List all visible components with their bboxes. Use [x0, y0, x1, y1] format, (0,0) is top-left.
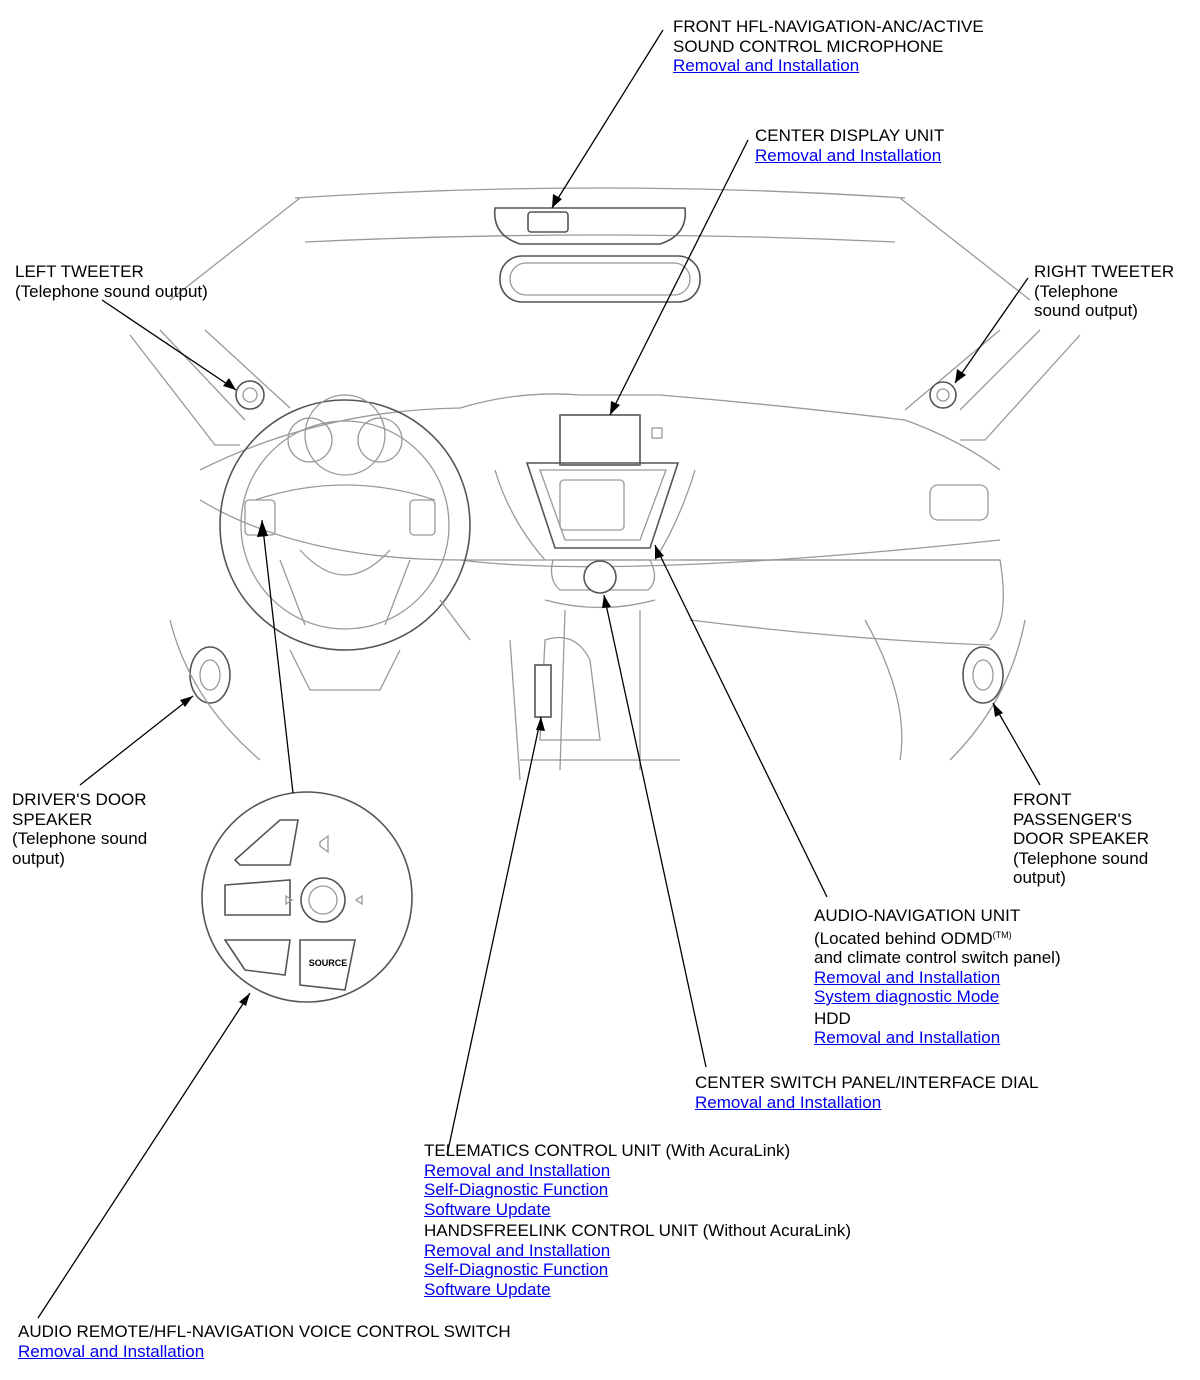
source-button-label: SOURCE [309, 958, 348, 968]
center-display-label: CENTER DISPLAY UNIT Removal and Installa… [755, 126, 944, 165]
right-tweeter-note-2: sound output) [1034, 301, 1138, 320]
passenger-door-speaker-line-3: DOOR SPEAKER [1013, 829, 1150, 848]
passenger-door-speaker-line-5: output) [1013, 868, 1066, 887]
telematics-unit-label: TELEMATICS CONTROL UNIT (With AcuraLink)… [424, 1141, 851, 1299]
drivers-door-speaker-line-1: DRIVER'S DOOR [12, 790, 147, 809]
telematics-unit-title: TELEMATICS CONTROL UNIT (With AcuraLink) [424, 1141, 791, 1160]
left-tweeter-shape [235, 380, 265, 410]
audio-navigation-unit-label: AUDIO-NAVIGATION UNIT (Located behind OD… [814, 906, 1061, 1048]
drivers-door-speaker-shape [189, 646, 231, 704]
passenger-door-speaker-label: FRONT PASSENGER'S DOOR SPEAKER (Telephon… [1013, 790, 1149, 888]
right-tweeter-label: RIGHT TWEETER (Telephone sound output) [1034, 262, 1174, 321]
passenger-door-speaker-line-2: PASSENGER'S [1013, 809, 1133, 829]
switch-detail-circle: SOURCE [201, 791, 413, 1003]
door-trim [169, 619, 1026, 761]
telematics-self-diagnostic-link[interactable]: Self-Diagnostic Function [424, 1180, 609, 1199]
left-tweeter-label: LEFT TWEETER (Telephone sound output) [15, 262, 208, 301]
steering-wheel [219, 394, 471, 691]
hdd-removal-link[interactable]: Removal and Installation [814, 1028, 1001, 1047]
passenger-door-speaker-line-4: (Telephone sound [1013, 848, 1149, 868]
telematics-software-update-link[interactable]: Software Update [424, 1199, 551, 1219]
center-switch-panel-title: CENTER SWITCH PANEL/INTERFACE DIAL [695, 1073, 1039, 1092]
drivers-door-speaker-label: DRIVER'S DOOR SPEAKER (Telephone sound o… [12, 790, 147, 868]
center-display-removal-link[interactable]: Removal and Installation [755, 145, 942, 165]
front-mic-label: FRONT HFL-NAVIGATION-ANC/ACTIVE SOUND CO… [673, 17, 984, 76]
leader-lines [37, 29, 1041, 1319]
audio-navigation-unit-note-1: (Located behind ODMD(TM) [814, 928, 1012, 948]
hdd-title: HDD [814, 1008, 851, 1028]
telematics-removal-link[interactable]: Removal and Installation [424, 1160, 611, 1180]
center-console [509, 636, 601, 781]
left-tweeter-title: LEFT TWEETER [15, 262, 144, 281]
audio-remote-switch-removal-link[interactable]: Removal and Installation [18, 1341, 205, 1361]
handsfreelink-unit-title: HANDSFREELINK CONTROL UNIT (Without Acur… [424, 1221, 851, 1240]
right-tweeter-shape [929, 381, 957, 409]
drivers-door-speaker-line-4: output) [12, 848, 65, 868]
left-tweeter-note: (Telephone sound output) [15, 281, 208, 301]
rear-view-mirror [499, 255, 701, 303]
front-mic-title-2: SOUND CONTROL MICROPHONE [673, 36, 944, 56]
dashboard [199, 393, 1004, 771]
center-switch-panel-label: CENTER SWITCH PANEL/INTERFACE DIAL Remov… [695, 1073, 1039, 1112]
passenger-door-speaker-shape [962, 646, 1004, 704]
center-display-title: CENTER DISPLAY UNIT [755, 126, 945, 145]
right-tweeter-note-1: (Telephone [1034, 281, 1119, 301]
overhead-console [493, 207, 687, 245]
drivers-door-speaker-line-3: (Telephone sound [12, 829, 148, 848]
handsfreelink-self-diagnostic-link[interactable]: Self-Diagnostic Function [424, 1260, 609, 1279]
drivers-door-speaker-line-2: SPEAKER [12, 809, 93, 829]
handsfreelink-software-update-link[interactable]: Software Update [424, 1279, 551, 1299]
center-switch-panel-removal-link[interactable]: Removal and Installation [695, 1092, 882, 1112]
windshield-outline [169, 187, 1031, 301]
front-mic-title-1: FRONT HFL-NAVIGATION-ANC/ACTIVE [673, 17, 984, 36]
audio-navigation-removal-link[interactable]: Removal and Installation [814, 967, 1001, 987]
audio-navigation-unit-note-2: and climate control switch panel) [814, 948, 1061, 967]
handsfreelink-removal-link[interactable]: Removal and Installation [424, 1240, 611, 1260]
audio-remote-switch-label: AUDIO REMOTE/HFL-NAVIGATION VOICE CONTRO… [18, 1322, 511, 1361]
audio-remote-switch-title: AUDIO REMOTE/HFL-NAVIGATION VOICE CONTRO… [18, 1322, 511, 1341]
audio-navigation-unit-title: AUDIO-NAVIGATION UNIT [814, 906, 1021, 925]
a-pillars [129, 329, 1081, 446]
audio-navigation-diagnostic-link[interactable]: System diagnostic Mode [814, 987, 1000, 1006]
right-tweeter-title: RIGHT TWEETER [1034, 262, 1175, 281]
front-mic-removal-link[interactable]: Removal and Installation [673, 56, 860, 75]
trademark-mark: (TM) [992, 929, 1012, 940]
arrowheads [180, 194, 1003, 1006]
passenger-door-speaker-line-1: FRONT [1013, 790, 1072, 809]
